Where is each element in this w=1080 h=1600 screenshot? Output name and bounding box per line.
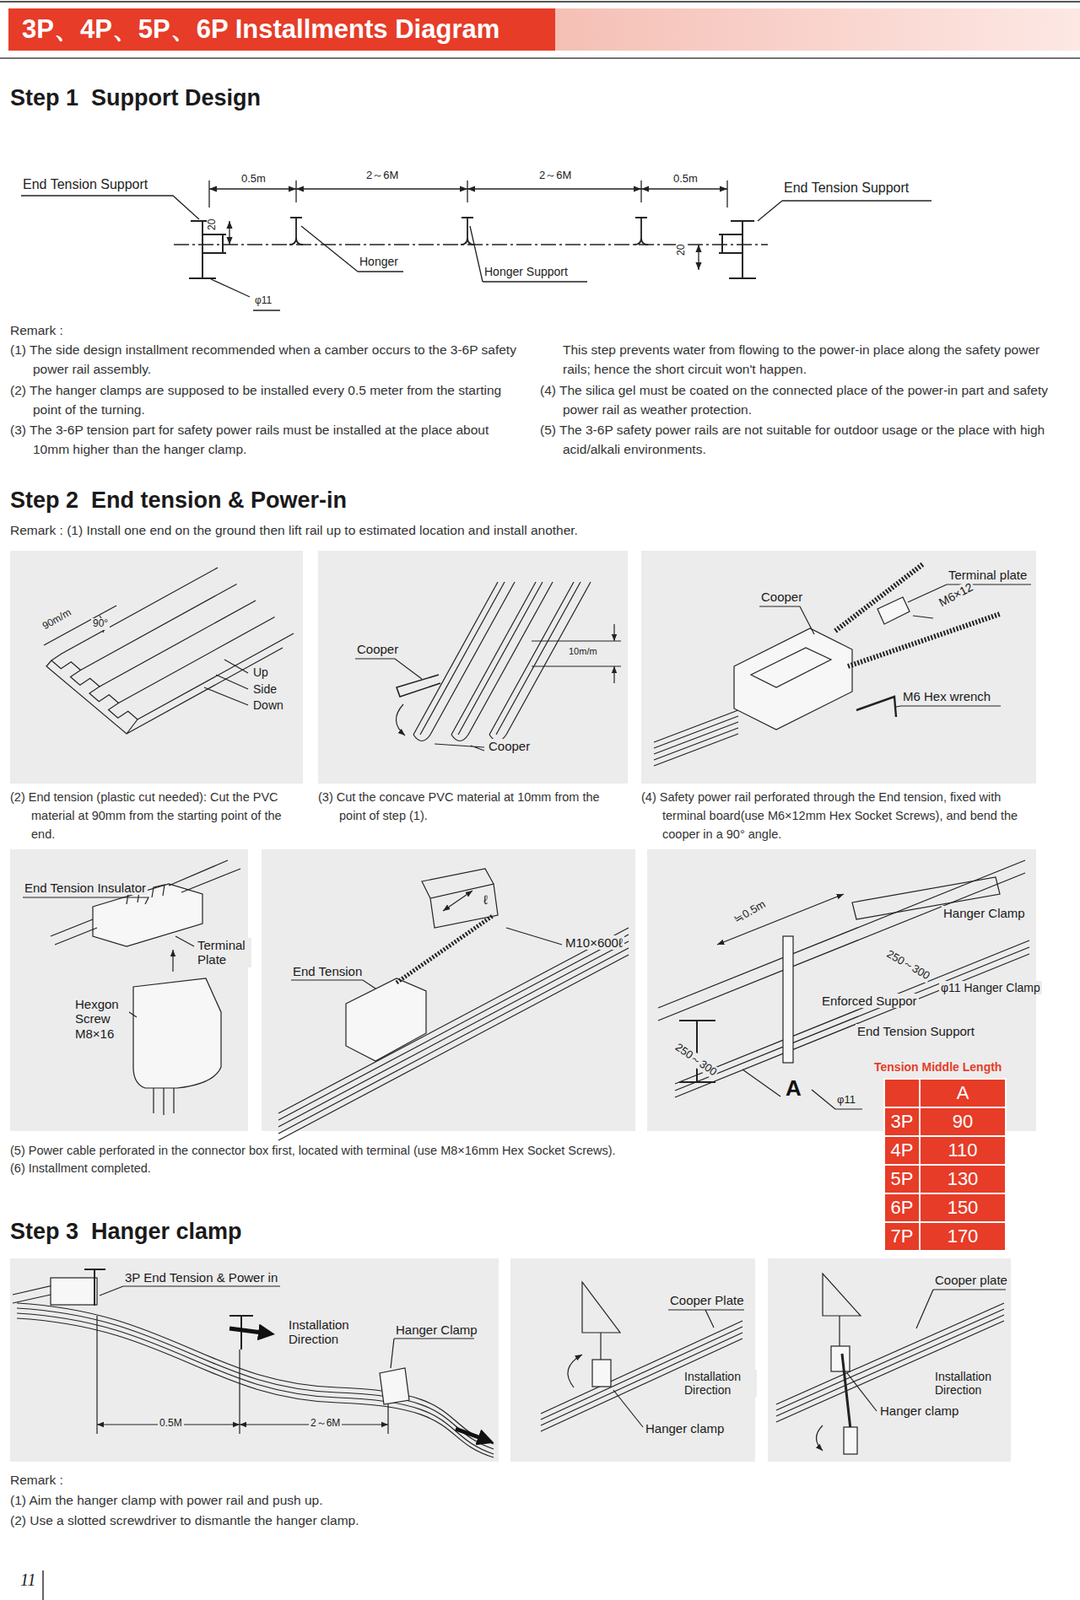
part-label: Hanger clamp — [878, 1404, 961, 1419]
part-label: Hanger Clamp — [394, 1323, 480, 1338]
table-cell: 170 — [919, 1222, 1006, 1252]
dimension-label: 0.5m — [671, 172, 700, 186]
part-label: End Tension Support — [21, 177, 150, 193]
table-title: Tension Middle Length — [874, 1060, 1002, 1075]
rail-cut-drawing — [43, 567, 294, 735]
table-cell: 130 — [919, 1165, 1006, 1194]
part-label: End Tension — [291, 964, 364, 979]
caption-text: (3) Cut the concave PVC material at 10mm… — [318, 788, 627, 827]
dimension-label: 90m/m — [39, 606, 76, 634]
direction-label: Installation Direction — [682, 1370, 757, 1398]
table-cell: 3P — [884, 1107, 920, 1137]
dimension-label: 10m/m — [567, 646, 600, 658]
remark-text: This step prevents water from flowing to… — [562, 340, 1061, 380]
part-label: φ11 Hanger Clamp — [939, 981, 1043, 995]
caption-text: (6) Installment completed. — [10, 1160, 152, 1179]
direction-label: Installation Direction — [286, 1317, 363, 1348]
remark-heading: Remark : — [10, 1470, 64, 1491]
dimension-label: 250～300 — [882, 947, 934, 984]
dimension-label: 20 — [206, 217, 219, 233]
table-cell: 150 — [919, 1193, 1006, 1223]
part-label: Cooper Plate — [668, 1293, 746, 1308]
section-heading: Step 2 End tension & Power-in — [10, 487, 347, 514]
connector-box-drawing — [22, 860, 241, 1116]
clamp-remove-drawing — [776, 1274, 1006, 1455]
dimension-label: φ11 — [835, 1094, 858, 1107]
part-label: Cooper — [486, 739, 532, 754]
dimension-letter: A — [783, 1076, 804, 1102]
page-number: 11 — [20, 1571, 37, 1591]
remark-text: (2) The hanger clamps are supposed to be… — [10, 380, 521, 421]
dimension-label: 2～6M — [308, 1418, 342, 1431]
part-label: Terminal plate — [946, 567, 1029, 583]
part-label: 3P End Tension & Power in — [123, 1270, 280, 1286]
part-label: Hexgon Screw M8×16 — [73, 997, 130, 1042]
dimension-label: 90° — [91, 618, 110, 631]
table-cell: 5P — [884, 1165, 920, 1194]
part-label: End Tension Support — [855, 1024, 977, 1039]
part-label: End Tension Support — [782, 180, 911, 196]
tool-label: M6 Hex wrench — [901, 689, 993, 704]
dimension-label: φ11 — [253, 295, 274, 308]
remark-text: (2) Use a slotted screwdriver to dismant… — [10, 1511, 360, 1531]
part-label: Up — [251, 665, 270, 680]
remark-text: (3) The 3-6P tension part for safety pow… — [10, 420, 521, 460]
terminal-plate-drawing — [653, 563, 1032, 767]
table-cell: A — [919, 1079, 1006, 1108]
remark-text: (1) The side design installment recommen… — [10, 340, 521, 380]
part-label: Down — [251, 698, 286, 713]
dimension-label: ≒0.5m — [730, 897, 769, 928]
part-label: Honger — [357, 254, 400, 269]
table-cell: 7P — [884, 1222, 920, 1252]
support-design-drawing — [21, 180, 932, 311]
photo-panels — [10, 550, 1037, 1463]
part-label: Hanger clamp — [643, 1421, 726, 1437]
part-label: Honger Support — [482, 264, 570, 279]
copper-cut-drawing — [355, 582, 621, 751]
remark-heading: Remark : — [10, 320, 64, 341]
caption-text: (2) End tension (plastic cut needed): Cu… — [10, 788, 306, 844]
part-label: Enforced Suppor — [820, 993, 919, 1009]
table-cell: 4P — [884, 1136, 920, 1166]
dimension-label: 0.5M — [157, 1418, 184, 1431]
dimension-label: 2～6M — [364, 169, 400, 183]
caption-text: (5) Power cable perforated in the connec… — [10, 1142, 616, 1161]
part-label: Terminal Plate — [195, 938, 252, 968]
dimension-label: 250～300 — [671, 1040, 721, 1080]
hanger-install-drawing — [12, 1269, 494, 1458]
part-label: Cooper — [759, 589, 805, 605]
dimension-label: 20 — [675, 243, 688, 258]
part-label: Cooper plate — [933, 1273, 1010, 1288]
table-cell: 90 — [919, 1107, 1006, 1137]
dimension-label: ℓ — [481, 892, 490, 908]
dimension-label: 2～6M — [537, 169, 573, 183]
part-label: End Tension Insulator — [22, 880, 148, 896]
remark-text: Remark : (1) Install one end on the grou… — [10, 520, 578, 540]
end-tension-drawing — [278, 869, 629, 1141]
table-cell: 110 — [919, 1136, 1006, 1166]
direction-label: Installation Direction — [933, 1370, 1008, 1398]
section-heading: Step 1 Support Design — [10, 85, 261, 112]
dimension-label: 0.5m — [239, 172, 268, 186]
tension-table-grid — [884, 1079, 1006, 1252]
section-heading: Step 3 Hanger clamp — [10, 1219, 243, 1246]
part-label: Hanger Clamp — [941, 906, 1027, 921]
bolt-size-label: M6×12 — [934, 579, 977, 611]
part-label: M10×600ℓ — [563, 935, 625, 951]
remark-text: (5) The 3-6P safety power rails are not … — [540, 420, 1061, 460]
page-number-rule — [43, 1571, 44, 1600]
title-band — [0, 1, 1080, 59]
table-cell: 6P — [884, 1193, 920, 1223]
caption-text: (4) Safety power rail perforated through… — [641, 788, 1040, 844]
remark-text: (1) Aim the hanger clamp with power rail… — [10, 1490, 323, 1511]
page-title: 3P、4P、5P、6P Installments Diagram — [21, 11, 500, 48]
part-label: Cooper — [355, 642, 400, 657]
part-label: Side — [251, 682, 279, 697]
remark-text: (4) The silica gel must be coated on the… — [540, 380, 1061, 421]
